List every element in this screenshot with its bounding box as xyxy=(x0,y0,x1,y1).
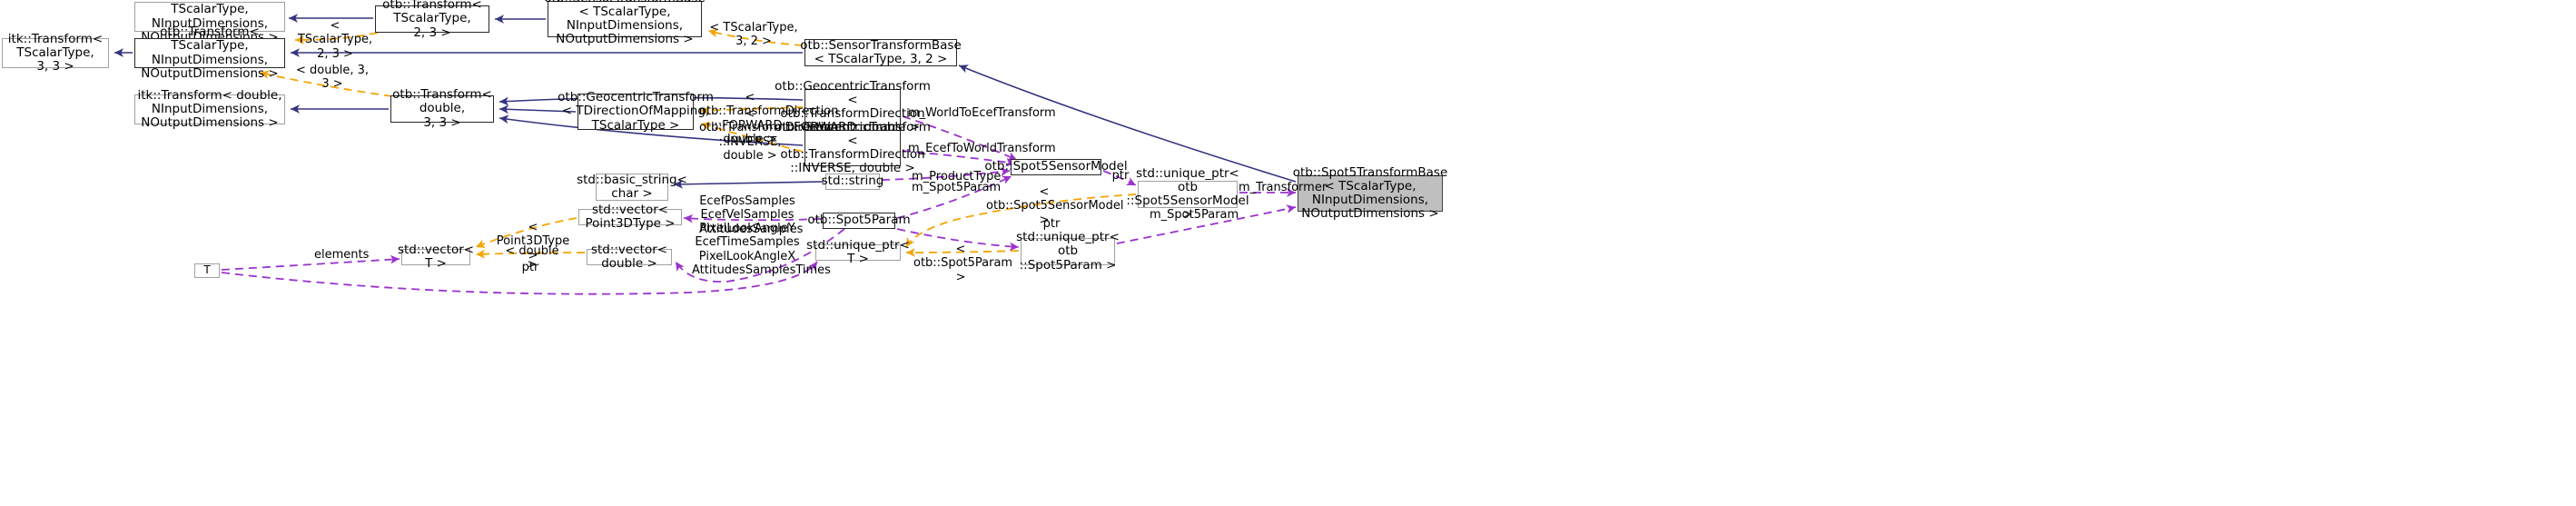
class-node-otb-sensortransformbase-generic[interactable]: otb::SensorTransformBase < TScalarType, … xyxy=(544,0,706,46)
class-node-otb-geocentrictransform-tdirectionofmapping[interactable]: otb::GeocentricTransform < TDirectionOfM… xyxy=(558,90,714,133)
edge-label-spot5param-point-fields: EcefPosSamples EcefVelSamples AttitudesS… xyxy=(699,194,804,236)
class-node-otb-transform-tscalartype-2-3[interactable]: otb::Transform< TScalarType, 2, 3 > xyxy=(375,0,489,39)
class-node-template-parameter-t[interactable]: T xyxy=(194,263,220,278)
edge-label-tscalartype-2-3: < TScalarType, 2, 3 > xyxy=(297,19,373,61)
edge-label-transformdirection-forward-double: < otb::TransformDirection ::FORWARD, dou… xyxy=(699,91,839,146)
edge-label-spot5sensormodel-template-arg: < otb::Spot5SensorModel > xyxy=(986,185,1124,227)
class-node-otb-geocentrictransform-inverse[interactable]: otb::GeocentricTransform < otb::Transfor… xyxy=(775,119,931,176)
edge-label-elements: elements xyxy=(314,248,370,262)
edge-label-m-worldtoeceftransform: m_WorldToEcefTransform xyxy=(908,106,1056,120)
edge-label-m-spot5param-right: m_Spot5Param xyxy=(1150,208,1239,222)
edge-label-spot5param-template-arg: < otb::Spot5Param > xyxy=(913,243,1013,284)
edge-label-point3dtype-template-arg: < Point3DType > xyxy=(496,221,570,263)
class-node-otb-transform-double-3-3[interactable]: otb::Transform< double, 3, 3 > xyxy=(390,88,494,129)
edge-label-m-eceftoworldtransform: m_EcefToWorldTransform xyxy=(908,142,1056,155)
class-node-std-vector-double[interactable]: std::vector< double > xyxy=(587,243,672,271)
class-node-otb-spot5param[interactable]: otb::Spot5Param xyxy=(807,213,911,229)
class-node-std-vector-t[interactable]: std::vector< T > xyxy=(397,242,475,271)
edge-label-m-producttype: m_ProductType xyxy=(912,170,1002,184)
class-node-std-unique-ptr-spot5param[interactable]: std::unique_ptr< otb ::Spot5Param > xyxy=(1016,230,1120,273)
class-node-itk-transform-double-generic[interactable]: itk::Transform< double, NInputDimensions… xyxy=(134,88,285,130)
edge-label-transformdirection-inverse-double: < otb::TransformDirection ::INVERSE, dou… xyxy=(699,107,839,163)
class-node-std-vector-point3dtype[interactable]: std::vector< Point3DType > xyxy=(578,203,682,231)
edge-label-m-spot5param-top: m_Spot5Param xyxy=(912,181,1002,194)
class-node-otb-spot5transformbase-focus[interactable]: otb::Spot5TransformBase < TScalarType, N… xyxy=(1292,164,1448,222)
edge-label-double-template-arg: < double > xyxy=(505,244,559,273)
class-node-std-unique-ptr-spot5sensormodel[interactable]: std::unique_ptr< otb ::Spot5SensorModel … xyxy=(1126,165,1249,223)
edge-label-ptr-bottom: ptr xyxy=(521,261,539,274)
class-node-std-unique-ptr-t[interactable]: std::unique_ptr< T > xyxy=(806,237,910,266)
edge-label-ptr-mid: ptr xyxy=(1042,217,1061,231)
class-node-std-basic-string-char[interactable]: std::basic_string< char > xyxy=(577,172,687,201)
class-node-std-string[interactable]: std::string xyxy=(821,174,884,190)
edge-label-ptr-sensormodel: ptr xyxy=(1111,169,1130,183)
class-node-otb-sensortransformbase-tscalartype-3-2[interactable]: otb::SensorTransformBase < TScalarType, … xyxy=(800,37,962,66)
class-node-otb-transform-tscalartype-generic[interactable]: otb::Transform< TScalarType, NInputDimen… xyxy=(134,25,285,80)
class-node-otb-spot5sensormodel[interactable]: otb::Spot5SensorModel xyxy=(984,159,1128,175)
edge-label-double-3-3: < double, 3, 3 > xyxy=(296,64,369,92)
edge-label-spot5param-double-fields: PixelLookAngleY EcefTimeSamples PixelLoo… xyxy=(692,222,831,277)
class-node-itk-transform-tscalartype-3-3[interactable]: itk::Transform< TScalarType, 3, 3 > xyxy=(2,32,109,74)
edge-label-tscalartype-3-2: < TScalarType, 3, 2 > xyxy=(709,21,798,49)
edge-label-m-transformer: m_Transformer xyxy=(1239,181,1327,194)
